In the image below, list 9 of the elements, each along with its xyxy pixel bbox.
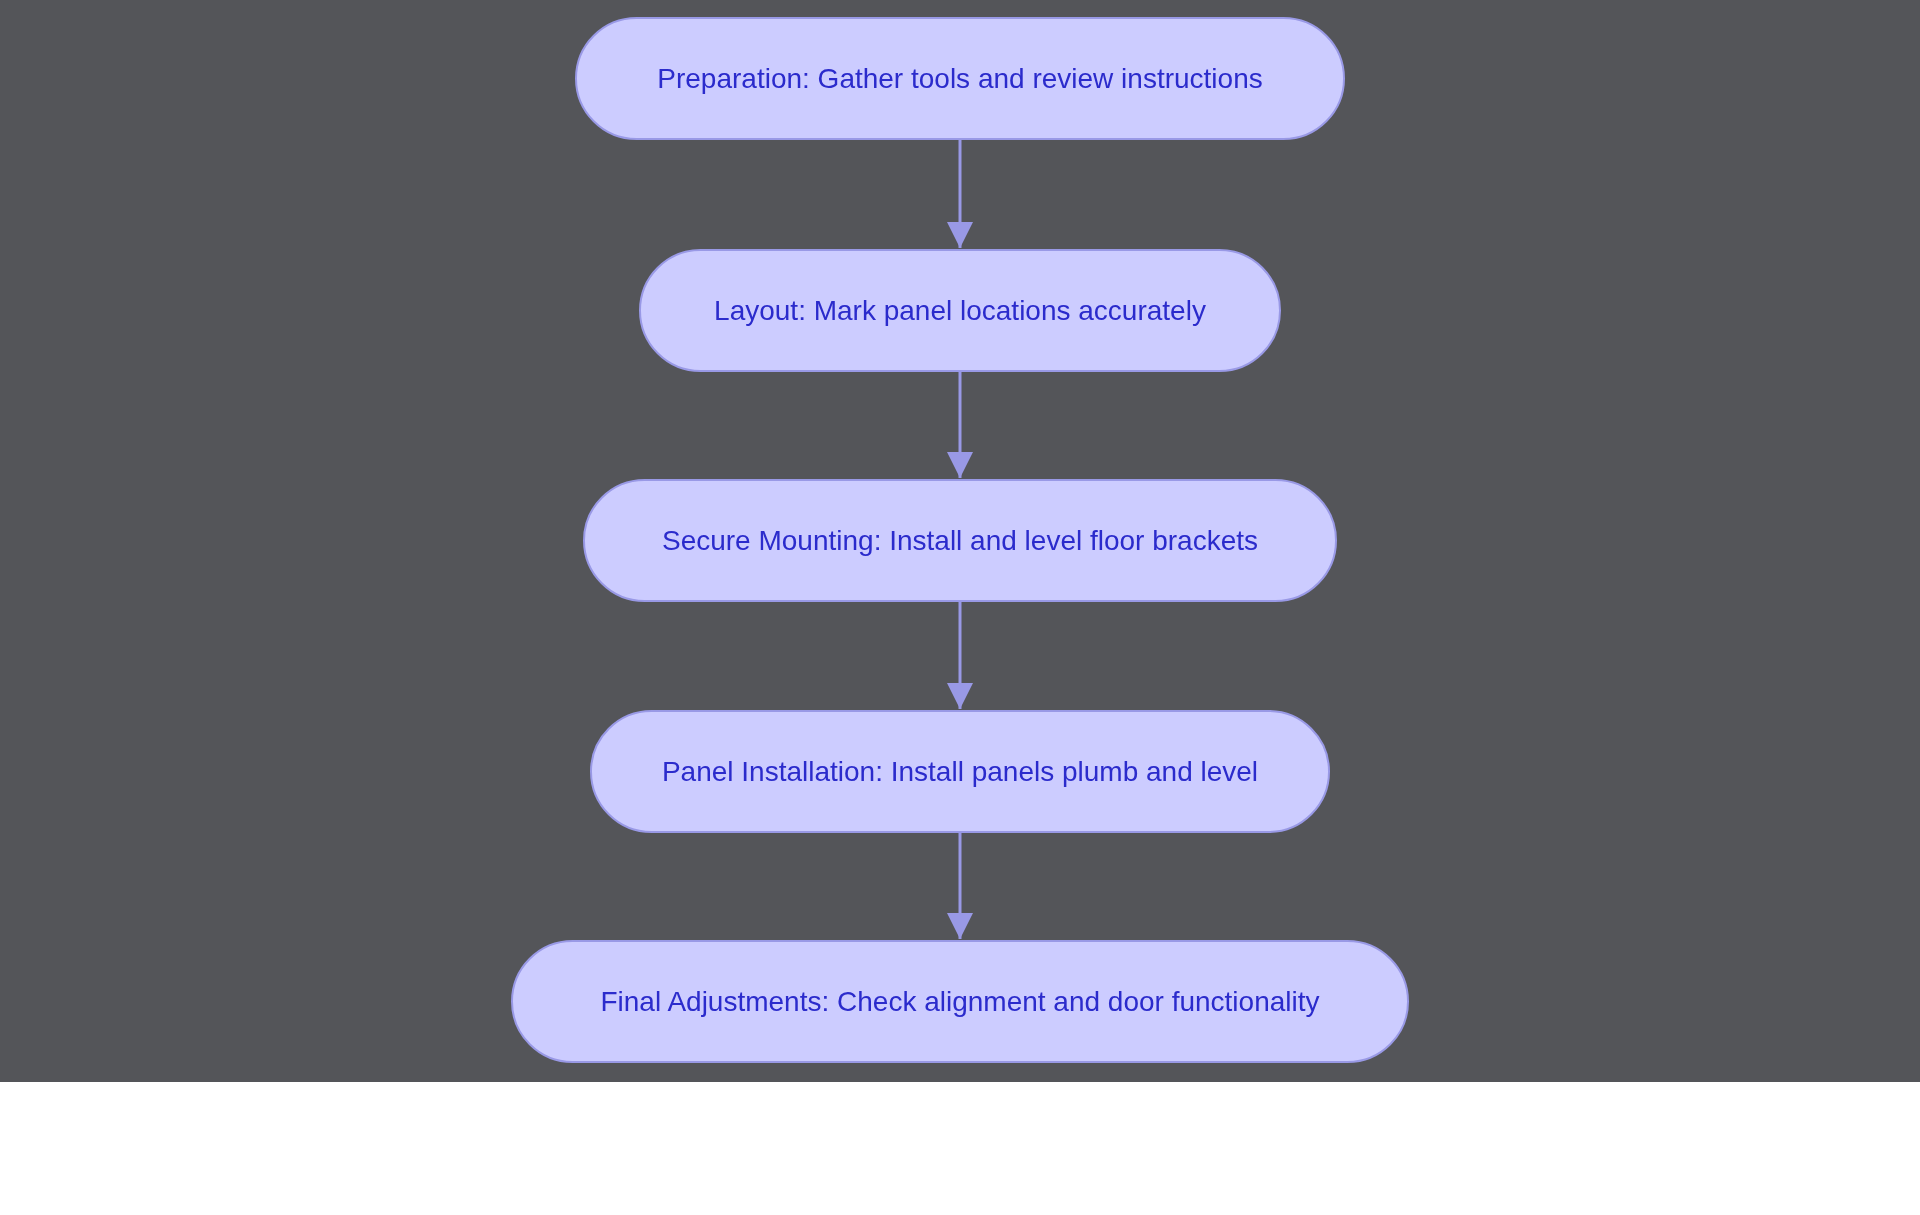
step-label: Preparation: Gather tools and review instructions [657,62,1263,95]
step-label: Panel Installation: Install panels plumb and level [661,755,1259,788]
arrow [947,372,973,478]
step-label: Secure Mounting: Install and level floor brackets [661,524,1259,557]
arrow [947,602,973,709]
step-label: Final Adjustments: Check alignment and door functionality [600,985,1320,1018]
arrow [947,833,973,939]
arrow [947,140,973,248]
step-label: Layout: Mark panel locations accurately [714,294,1206,327]
